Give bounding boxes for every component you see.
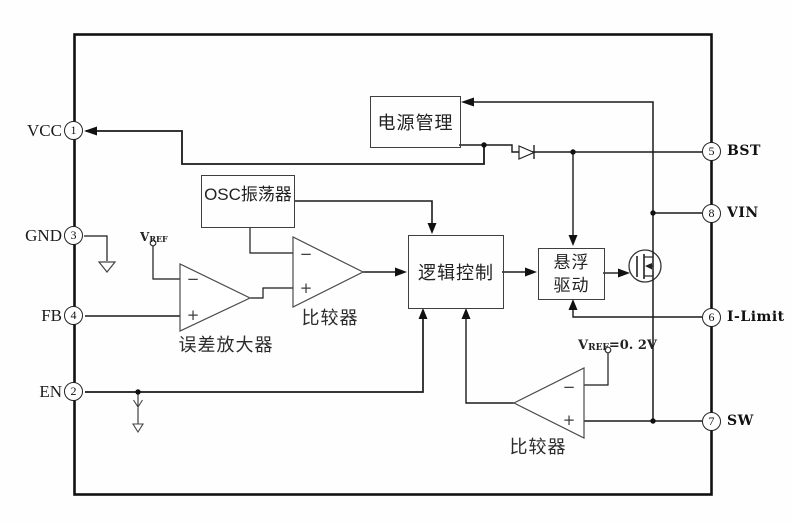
vref-02-base: V — [578, 338, 589, 353]
junction-dot — [650, 210, 656, 216]
block-oscillator: OSC振荡器 — [201, 175, 295, 228]
arrow-into-logic-bottom-en — [418, 308, 428, 319]
ground-icon — [97, 261, 117, 273]
junction-dot — [650, 418, 656, 424]
junction-dot — [135, 389, 141, 395]
vref-label: VREF — [140, 226, 168, 245]
pin-sw-label: SW — [727, 413, 754, 429]
error-amp-triangle — [179, 263, 252, 332]
block-logic-control: 逻辑控制 — [408, 235, 504, 309]
pin-vin-number: 8 — [702, 204, 721, 223]
comparator2-triangle — [512, 367, 585, 439]
vin-rail-wire — [473, 101, 654, 421]
pin-fb-number: 4 — [64, 306, 83, 325]
comparator1-triangle — [292, 236, 365, 308]
chip-border — [73, 33, 713, 496]
arrow-into-driver-left — [525, 267, 537, 277]
arrow-into-vcc — [84, 126, 97, 136]
pin-bst-number: 5 — [702, 142, 721, 161]
comparator2-output-wire — [465, 317, 514, 404]
arrow-into-logic-left — [395, 267, 407, 277]
pin-sw-number: 7 — [702, 412, 721, 431]
comparator1-minus-sign: − — [299, 245, 313, 263]
junction-dot — [481, 142, 487, 148]
junction-dot — [570, 149, 576, 155]
arrow-into-power-mgmt — [461, 97, 474, 107]
pin-vin-label: VIN — [727, 205, 759, 221]
block-power-management-label: 电源管理 — [377, 113, 454, 133]
error-amp-minus-sign: − — [186, 270, 200, 288]
gnd-wire — [84, 235, 108, 261]
error-amp-output-wire — [250, 287, 293, 299]
pin-fb-label: FB — [41, 306, 62, 325]
vref2-terminal-icon — [604, 346, 612, 354]
pin-vcc-number: 1 — [64, 121, 83, 140]
error-amp-plus-sign: + — [186, 306, 200, 324]
pin-gnd-label: GND — [25, 226, 62, 245]
pin-bst-label: BST — [727, 143, 761, 159]
block-logic-control-label: 逻辑控制 — [418, 263, 494, 283]
vref-02-label: VREF=0. 2V — [578, 334, 657, 353]
block-floating-driver-line2: 驱动 — [553, 276, 590, 295]
arrow-into-driver-top — [568, 235, 578, 246]
pin-ilimit-number: 6 — [702, 308, 721, 327]
vref-base: V — [140, 230, 150, 244]
arrow-into-logic-bottom-comp — [461, 308, 471, 319]
block-floating-driver: 悬浮 驱动 — [538, 248, 605, 300]
vcc-wire — [86, 130, 485, 165]
arrow-into-gate — [618, 268, 630, 278]
pin-en-label: EN — [39, 382, 62, 401]
error-amplifier-label: 误差放大器 — [178, 335, 274, 355]
comparator2-minus-sign: − — [562, 378, 576, 396]
vref-02-sub: REF — [588, 343, 609, 353]
vref2-wire — [584, 353, 609, 386]
comparator2-label: 比较器 — [509, 437, 567, 457]
junction-dots — [135, 142, 656, 424]
comparator1-plus-sign: + — [299, 279, 313, 297]
arrowheads — [84, 97, 630, 319]
comparator2-plus-sign: + — [562, 411, 576, 429]
pin-vcc-label: VCC — [27, 121, 62, 140]
osc-to-logic-wire — [295, 200, 433, 224]
bst-rail-wire — [459, 144, 702, 153]
osc-to-comparator-wire — [249, 228, 293, 254]
arrow-into-logic-top — [427, 223, 437, 234]
pulldown-icon — [132, 399, 144, 434]
diode-icon — [518, 145, 536, 160]
wire-group — [84, 101, 702, 426]
pin-en-number: 2 — [64, 382, 83, 401]
mosfet-symbol-details — [636, 254, 653, 279]
arrow-into-driver-bottom — [568, 299, 578, 310]
vref-terminal-icon — [149, 239, 157, 247]
opamp-group — [179, 236, 585, 439]
en-wire — [85, 317, 424, 393]
pin-gnd-number: 3 — [64, 226, 83, 245]
vref-wire — [152, 246, 180, 280]
block-oscillator-label: OSC振荡器 — [204, 185, 292, 204]
ilimit-wire — [572, 310, 702, 318]
vref-02-suffix: =0. 2V — [608, 338, 657, 353]
vref-sub: REF — [149, 234, 168, 244]
pin-ilimit-label: I-Limit — [727, 309, 785, 325]
block-floating-driver-line1: 悬浮 — [553, 253, 590, 272]
block-power-management: 电源管理 — [370, 96, 461, 148]
comparator1-label: 比较器 — [301, 308, 359, 328]
